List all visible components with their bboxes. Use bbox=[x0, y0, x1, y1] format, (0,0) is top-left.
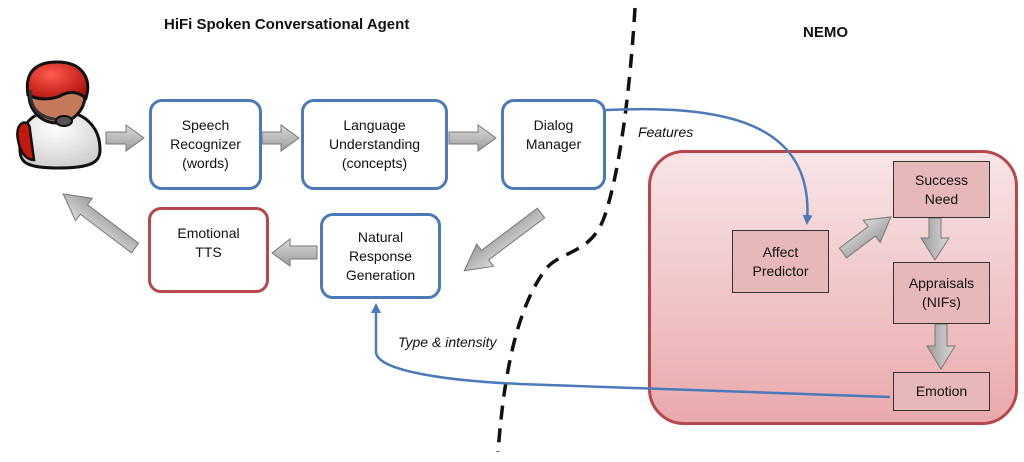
arrow-recognizer-to-understanding bbox=[261, 124, 300, 152]
arrow-type-intensity bbox=[371, 303, 891, 399]
nemo-section-title: NEMO bbox=[803, 24, 848, 41]
success-need-box: Success Need bbox=[893, 161, 990, 218]
dialog-manager-box: Dialog Manager bbox=[501, 99, 606, 190]
arrow-user-to-recognizer bbox=[105, 124, 145, 152]
arrow-features bbox=[605, 107, 813, 225]
speech-recognizer-box: Speech Recognizer (words) bbox=[149, 99, 262, 190]
type-intensity-label: Type & intensity bbox=[398, 334, 497, 350]
arrow-dialog-to-generation bbox=[463, 207, 546, 272]
arrow-generation-to-tts bbox=[271, 237, 318, 267]
emotion-box: Emotion bbox=[893, 372, 990, 411]
features-label: Features bbox=[638, 124, 694, 140]
section-divider bbox=[496, 7, 637, 453]
arrow-appraisals-to-emotion bbox=[926, 323, 956, 370]
emotional-tts-box: Emotional TTS bbox=[148, 207, 269, 293]
arrow-understanding-to-dialog bbox=[448, 124, 497, 152]
arrow-affect-to-success bbox=[838, 216, 892, 259]
natural-response-generation-box: Natural Response Generation bbox=[320, 213, 441, 299]
user-with-headset-icon bbox=[16, 60, 102, 170]
arrow-tts-to-user bbox=[62, 193, 140, 254]
language-understanding-box: Language Understanding (concepts) bbox=[301, 99, 448, 190]
arrow-success-to-appraisals bbox=[920, 217, 950, 261]
appraisals-box: Appraisals (NIFs) bbox=[893, 262, 990, 324]
agent-section-title: HiFi Spoken Conversational Agent bbox=[164, 16, 410, 33]
affect-predictor-box: Affect Predictor bbox=[732, 230, 829, 293]
